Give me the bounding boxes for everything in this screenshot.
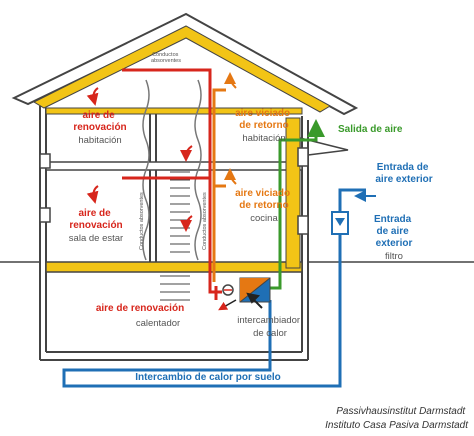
aire-viciado-retorno-2: aire viciado de retorno: [235, 188, 293, 211]
roof: [11, 12, 359, 157]
conductos-label-top: Conductos absorventes: [151, 52, 181, 64]
aire-renovacion-calentador: aire de renovación: [96, 303, 184, 314]
habitacion-left: habitación: [78, 135, 121, 146]
salida-aire-label: Salida de aire: [338, 124, 403, 135]
intercambiador-label: intercambiador de calor: [237, 315, 302, 339]
supply-duct-red-arrows: [86, 87, 193, 232]
filter-box: [331, 211, 349, 235]
staircase-upper: [170, 171, 190, 253]
intercambio-suelo-label: Intercambio de calor por suelo: [135, 372, 281, 383]
habitacion-right: habitación: [242, 133, 285, 144]
duct-ribs-left: [142, 79, 150, 261]
intake-duct-blue: [62, 188, 366, 388]
aire-renovacion-sala: aire de renovación: [69, 208, 122, 231]
sala-de-estar: sala de estar: [69, 233, 123, 244]
window-left-upper: [39, 153, 51, 169]
exhaust-duct-orange: [212, 88, 226, 282]
ground-floor-slab: [45, 261, 303, 273]
duct-ribs-right: [194, 79, 202, 261]
window-right-upper: [297, 147, 309, 167]
house-walls: [39, 106, 309, 361]
calentador-label: calentador: [136, 318, 180, 329]
exhaust-duct-orange-arrows: [224, 72, 237, 185]
upper-floor-ceiling: [45, 107, 303, 115]
aire-viciado-retorno-1: aire viciado de retorno: [235, 108, 293, 131]
pointer-arrow-exchanger-black: [246, 292, 263, 309]
filtro-label: filtro: [385, 251, 403, 262]
middle-floor-slab: [45, 161, 303, 171]
pointer-arrow-exchanger: [218, 299, 237, 311]
heater-symbol: [222, 284, 234, 296]
supply-duct-red: [122, 68, 222, 300]
duct-label-left: Conductos absorventes: [139, 192, 145, 250]
staircase-lower: [160, 275, 190, 301]
entrada-aire-filtro-label: Entrada de aire exterior: [374, 214, 414, 249]
credit-text: Passivhausinstitut Darmstadt Instituto C…: [325, 406, 469, 431]
aire-renovacion-habitacion: aire de renovación: [73, 110, 126, 133]
outgoing-duct-green: [270, 119, 325, 290]
window-left-lower: [39, 207, 51, 223]
cocina-label: cocina: [250, 213, 278, 224]
duct-label-mid: Conductos absorventes: [202, 192, 208, 250]
entrada-aire-exterior-label: Entrada de aire exterior: [375, 162, 432, 185]
window-right-lower: [297, 215, 309, 235]
exterior-insulation-right: [285, 117, 301, 269]
